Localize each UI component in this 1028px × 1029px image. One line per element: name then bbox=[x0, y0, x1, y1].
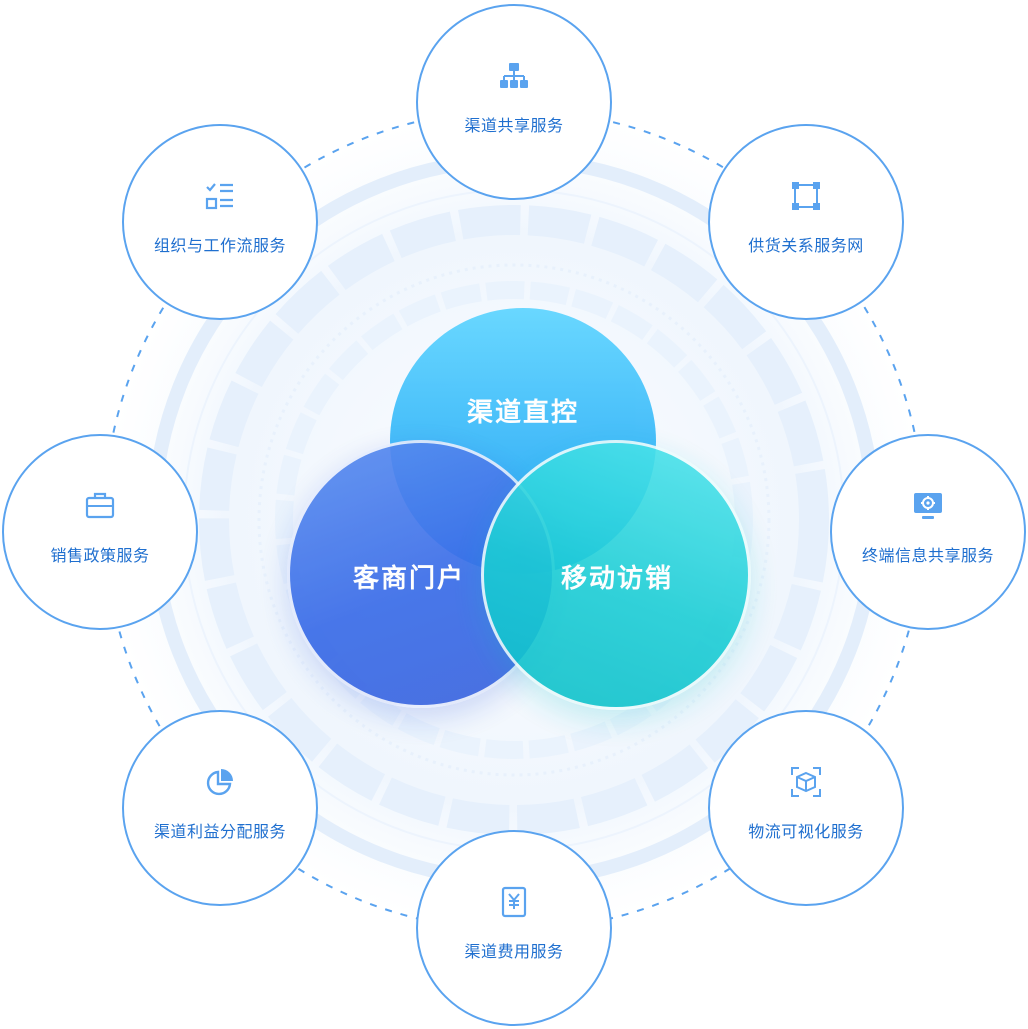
service-node-logistics: 物流可视化服务 bbox=[708, 710, 904, 906]
tech-ring-3 bbox=[257, 263, 771, 777]
tech-ring-2 bbox=[199, 205, 829, 835]
service-node-sales-policy: 销售政策服务 bbox=[2, 434, 198, 630]
pie-chart-icon bbox=[206, 769, 233, 796]
service-node-supply-network: 供货关系服务网 bbox=[708, 124, 904, 320]
core-label-left: 客商门户 bbox=[352, 563, 465, 594]
core-circle-mobile-sales: 移动访销 bbox=[481, 440, 751, 710]
checklist-icon bbox=[205, 183, 233, 210]
service-node-channel-cost: 渠道费用服务 bbox=[416, 830, 612, 1026]
service-node-terminal-info: 终端信息共享服务 bbox=[830, 434, 1026, 630]
monitor-gear-icon bbox=[914, 493, 942, 519]
service-node-channel-sharing: 渠道共享服务 bbox=[416, 4, 612, 200]
service-label: 渠道利益分配服务 bbox=[153, 822, 286, 841]
package-scan-icon bbox=[791, 767, 821, 797]
service-label: 销售政策服务 bbox=[50, 546, 150, 565]
service-node-profit-distribution: 渠道利益分配服务 bbox=[122, 710, 318, 906]
network-nodes-icon bbox=[792, 182, 820, 210]
yuan-document-icon bbox=[501, 886, 527, 918]
core-label-right: 移动访销 bbox=[560, 563, 673, 594]
briefcase-icon bbox=[85, 492, 115, 519]
service-label: 物流可视化服务 bbox=[748, 822, 864, 841]
service-label: 终端信息共享服务 bbox=[861, 546, 994, 565]
core-circle-merchant-portal: 客商门户 bbox=[287, 440, 555, 708]
org-chart-icon bbox=[500, 63, 528, 88]
service-label: 渠道共享服务 bbox=[464, 116, 564, 135]
core-label-top: 渠道直控 bbox=[466, 397, 579, 428]
service-node-org-workflow: 组织与工作流服务 bbox=[122, 124, 318, 320]
service-label: 供货关系服务网 bbox=[748, 236, 864, 255]
tech-ring-4 bbox=[275, 281, 753, 759]
service-label: 组织与工作流服务 bbox=[153, 236, 286, 255]
service-label: 渠道费用服务 bbox=[464, 942, 564, 961]
